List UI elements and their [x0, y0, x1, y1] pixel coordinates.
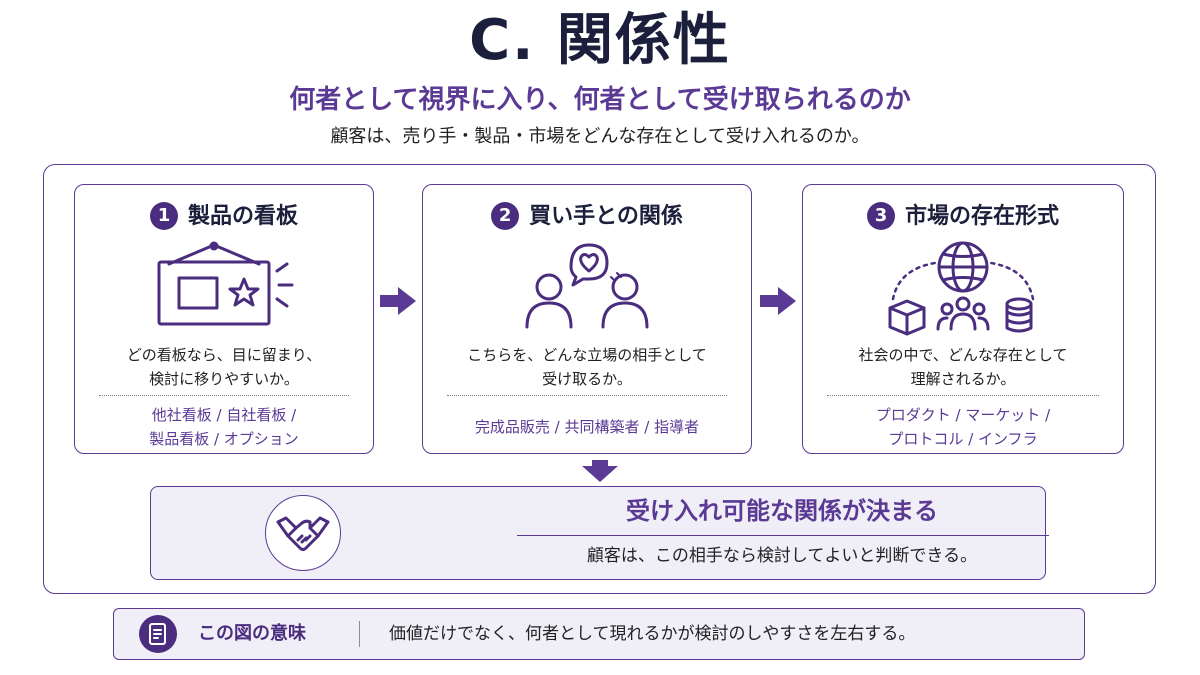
meaning-label: この図の意味: [198, 623, 306, 644]
dotted-divider: [99, 395, 349, 396]
lead-text: 顧客は、売り手・製品・市場をどんな存在として受け入れるのか。: [330, 126, 870, 147]
step-number-badge: 2: [491, 202, 520, 230]
step-number-badge: 3: [866, 202, 895, 230]
handshake-icon: [265, 495, 341, 571]
separator: [359, 621, 360, 647]
meaning-bar: この図の意味 価値だけでなく、何者として現れるかが検討のしやすさを左右する。: [113, 608, 1085, 660]
card-tags: 他社看板 / 自社看板 / 製品看板 / オプション: [149, 406, 299, 448]
card-title: 買い手との関係: [529, 204, 683, 229]
card-heading: 1 製品の看板: [75, 201, 373, 233]
down-arrow-icon: [580, 460, 620, 488]
card-title: 市場の存在形式: [904, 204, 1059, 229]
card-title: 製品の看板: [187, 204, 298, 229]
relationship-icon: [423, 241, 751, 331]
card-tags: 完成品販売 / 共同構築者 / 指導者: [474, 418, 700, 436]
dotted-divider: [827, 395, 1099, 396]
document-icon: [139, 615, 177, 653]
diagram-frame: [43, 164, 1156, 594]
card-description: こちらを、どんな立場の相手として 受け取るか。: [467, 346, 707, 388]
card-market-form: 3 市場の存在形式: [802, 184, 1124, 454]
result-panel: 受け入れ可能な関係が決まる 顧客は、この相手なら検討してよいと判断できる。: [150, 486, 1049, 580]
page-subtitle: 何者として視界に入り、何者として受け取られるのか: [289, 85, 911, 115]
title-underline: [517, 535, 1049, 536]
dotted-divider: [447, 395, 727, 396]
right-arrow-icon: [378, 286, 418, 320]
result-title: 受け入れ可能な関係が決まる: [626, 497, 938, 525]
result-description: 顧客は、この相手なら検討してよいと判断できる。: [586, 546, 978, 566]
card-product-signboard: 1 製品の看板 どの看板なら、目に留まり、 検討に移りやすいか。 他社看板 / 自…: [74, 184, 374, 454]
card-buyer-relationship: 2 買い手との関係 こちらを、どんな立場の相手として 受け取るか。 完成品販売 /…: [422, 184, 752, 454]
signboard-icon: [75, 241, 373, 331]
market-globe-icon: [803, 241, 1123, 336]
right-arrow-icon: [758, 286, 798, 320]
meaning-text: 価値だけでなく、何者として現れるかが検討のしやすさを左右する。: [389, 624, 916, 644]
page-title: C. 関係性: [469, 8, 731, 73]
card-heading: 3 市場の存在形式: [803, 201, 1123, 233]
card-tags: プロダクト / マーケット / プロトコル / インフラ: [875, 406, 1051, 448]
step-number-badge: 1: [149, 202, 178, 230]
card-description: 社会の中で、どんな存在として 理解されるか。: [858, 346, 1068, 388]
card-description: どの看板なら、目に留まり、 検討に移りやすいか。: [126, 346, 322, 388]
card-heading: 2 買い手との関係: [423, 201, 751, 233]
